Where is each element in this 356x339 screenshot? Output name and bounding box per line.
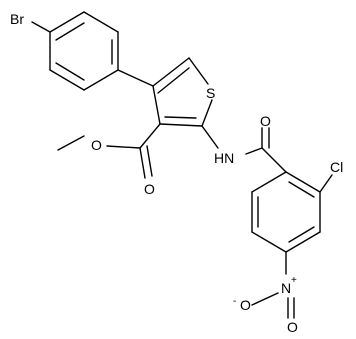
atom-label-nitro-nitrogen: N — [281, 280, 291, 296]
bond-nh-carbonyl — [245, 147, 263, 155]
ring-bond — [251, 171, 287, 193]
atom-label-amide-oxygen: O — [260, 113, 271, 129]
bond-br-c — [31, 21, 51, 33]
ring-bond — [49, 11, 85, 33]
ring-bond — [83, 11, 119, 33]
ring-bond — [188, 57, 209, 85]
ring-bond — [159, 123, 203, 127]
ring-bond — [251, 231, 287, 253]
ring-double-bond — [288, 181, 315, 198]
chloronitrophenyl-ring — [251, 171, 333, 275]
atom-label-nitro-oxygen-double: O — [287, 319, 298, 335]
bond-ring-nh — [201, 125, 219, 149]
atom-label-bromine: Br — [10, 11, 24, 27]
ring-bond — [83, 69, 119, 91]
ring-double-bond — [164, 116, 197, 119]
atom-label-ester-carbonyl-oxygen: O — [144, 181, 155, 197]
bond-c-cl — [319, 174, 333, 193]
bond-n-o-single — [251, 292, 279, 306]
amide-linkage — [201, 125, 287, 173]
ring-bond — [152, 85, 161, 125]
charge-nitro-nitrogen: + — [291, 275, 297, 286]
ring-double-bond — [157, 67, 190, 94]
ring-double-bond — [55, 62, 85, 81]
nitro-group — [251, 292, 295, 319]
atom-label-sulfur: S — [206, 85, 215, 101]
methyl-ester — [57, 123, 161, 179]
ring-bond — [285, 171, 321, 193]
bond-o-methyl — [57, 135, 85, 151]
bromophenyl-ring — [31, 11, 119, 91]
atom-label-amide-nitrogen: HN — [214, 150, 234, 166]
bond-aryl-thiophene — [117, 69, 154, 87]
atom-label-ester-methoxy-oxygen: O — [91, 137, 102, 153]
bond-carbonyl-aryl — [261, 147, 287, 173]
ring-bond — [285, 231, 321, 253]
atom-label-chlorine: Cl — [330, 159, 343, 175]
thiophene-ring — [152, 57, 213, 127]
ring-double-bond — [288, 226, 315, 243]
charge-nitro-oxygen-anion: - — [233, 296, 236, 307]
bond-ester-c-o-single — [106, 145, 141, 149]
bond-ester-c-o-double — [146, 145, 153, 177]
ring-bond — [201, 99, 213, 127]
ring-double-bond — [55, 22, 85, 41]
ring-bond — [152, 57, 190, 87]
bond-ester-c-o-double — [139, 147, 146, 179]
atom-label-nitro-oxygen-anion: O — [240, 297, 251, 313]
ring-bond — [49, 69, 85, 91]
bond-ring-ester-c — [139, 123, 161, 149]
